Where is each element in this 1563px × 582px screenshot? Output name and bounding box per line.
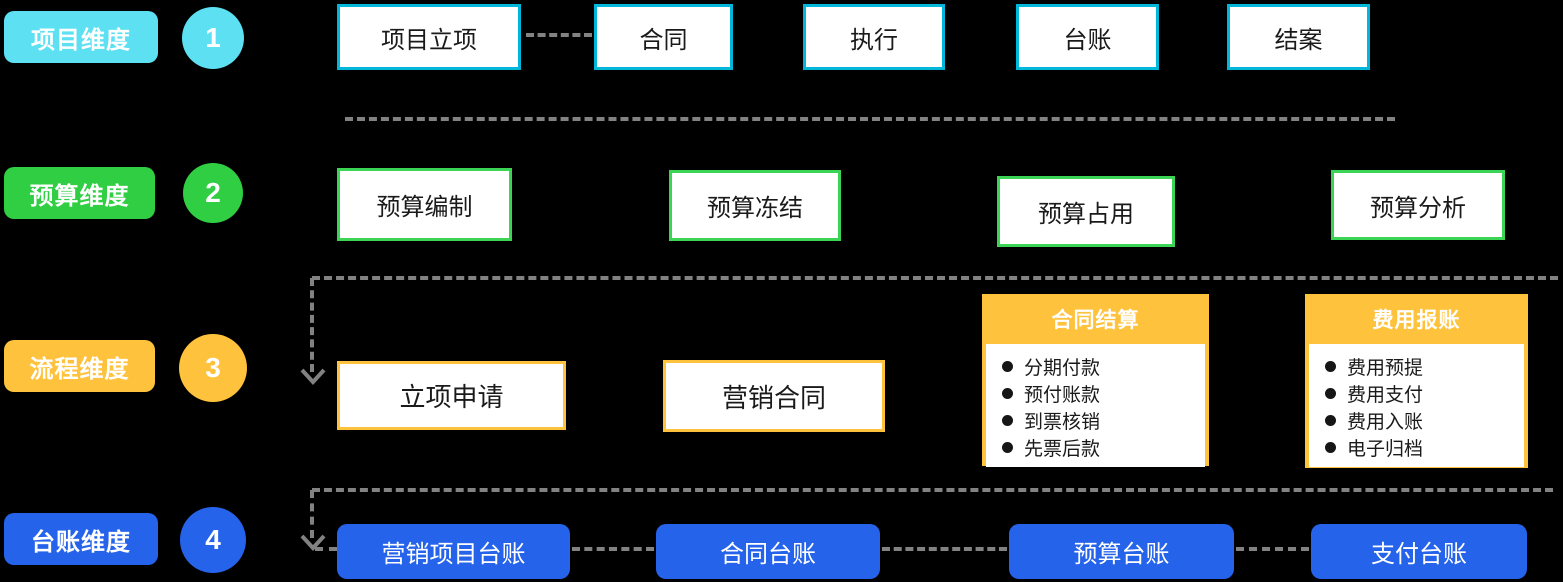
connector-dash-row1 [526, 33, 592, 37]
list-item: 电子归档 [1325, 434, 1518, 461]
list-item: 费用支付 [1325, 380, 1518, 407]
dimension-label-project-text: 项目维度 [31, 26, 131, 54]
list-item-text: 预付账款 [1024, 385, 1101, 406]
bullet-icon [1002, 388, 1013, 399]
step-number-1: 1 [182, 7, 244, 69]
step-number-4-text: 4 [205, 524, 221, 555]
process-box-initiation-request-text: 立项申请 [399, 382, 504, 412]
connector-dash-row4-a [572, 547, 654, 551]
flow-arrow-line-row3 [310, 278, 314, 372]
list-item-text: 到票核销 [1024, 412, 1101, 433]
dimension-label-budget: 预算维度 [4, 167, 155, 219]
arrow-down-icon [300, 534, 326, 551]
budget-box-freeze-text: 预算冻结 [707, 195, 803, 222]
step-number-4: 4 [180, 507, 246, 573]
project-box-initiation-text: 项目立项 [381, 26, 477, 54]
list-item: 费用预提 [1325, 353, 1518, 380]
list-item: 分期付款 [1002, 353, 1199, 380]
bullet-icon [1325, 442, 1336, 453]
ledger-box-payment-text: 支付台账 [1371, 541, 1467, 568]
bullet-icon [1002, 415, 1013, 426]
budget-box-occupation-text: 预算占用 [1038, 201, 1134, 228]
ledger-box-budget: 预算台账 [1009, 524, 1234, 579]
row-separator-2 [312, 276, 1558, 280]
dimension-label-process-text: 流程维度 [29, 355, 130, 383]
dimension-label-process: 流程维度 [4, 340, 155, 392]
budget-box-freeze: 预算冻结 [669, 170, 841, 241]
project-box-execution-text: 执行 [850, 26, 898, 54]
step-number-2-text: 2 [205, 177, 221, 208]
dimension-label-ledger-text: 台账维度 [31, 528, 131, 556]
ledger-box-marketing-project: 营销项目台账 [337, 524, 570, 579]
project-box-initiation: 项目立项 [337, 4, 521, 70]
step-number-3: 3 [179, 334, 247, 402]
list-item: 费用入账 [1325, 407, 1518, 434]
list-item-text: 费用入账 [1347, 412, 1424, 433]
flow-arrow-line-row4 [310, 490, 314, 538]
card-contract-settlement: 合同结算 分期付款 预付账款 到票核销 先票后款 [982, 294, 1209, 467]
arrow-down-icon [300, 368, 326, 385]
budget-box-compilation: 预算编制 [337, 168, 512, 241]
list-item: 到票核销 [1002, 407, 1199, 434]
ledger-box-payment: 支付台账 [1311, 524, 1527, 579]
row-separator-1 [345, 117, 1395, 121]
connector-dash-row4-start [315, 547, 337, 551]
list-item: 预付账款 [1002, 380, 1199, 407]
process-box-marketing-contract: 营销合同 [663, 360, 885, 432]
list-item-text: 先票后款 [1024, 439, 1101, 460]
card-expense-reimbursement: 费用报账 费用预提 费用支付 费用入账 电子归档 [1305, 294, 1528, 468]
card-contract-settlement-body: 分期付款 预付账款 到票核销 先票后款 [986, 344, 1205, 467]
connector-dash-row4-b [882, 547, 1007, 551]
budget-box-analysis-text: 预算分析 [1370, 194, 1466, 222]
list-item-text: 电子归档 [1347, 439, 1424, 460]
step-number-1-text: 1 [205, 22, 221, 53]
bullet-icon [1002, 361, 1013, 372]
project-box-ledger: 台账 [1016, 4, 1159, 70]
step-number-3-text: 3 [205, 352, 221, 383]
card-contract-settlement-title-text: 合同结算 [1051, 309, 1140, 332]
list-item: 先票后款 [1002, 434, 1199, 461]
project-box-closing-text: 结案 [1274, 26, 1323, 54]
process-box-marketing-contract-text: 营销合同 [721, 382, 826, 413]
ledger-box-contract: 合同台账 [656, 524, 880, 579]
bullet-icon [1002, 442, 1013, 453]
project-box-contract: 合同 [594, 4, 733, 70]
project-box-contract-text: 合同 [639, 26, 688, 54]
project-box-ledger-text: 台账 [1063, 26, 1112, 54]
ledger-box-marketing-project-text: 营销项目台账 [381, 541, 526, 568]
connector-dash-row4-c [1236, 547, 1309, 551]
budget-box-analysis: 预算分析 [1331, 170, 1505, 240]
card-expense-reimbursement-title-text: 费用报账 [1372, 309, 1461, 332]
budget-box-occupation: 预算占用 [997, 176, 1175, 247]
project-box-closing: 结案 [1227, 4, 1370, 70]
ledger-box-contract-text: 合同台账 [720, 541, 816, 568]
card-contract-settlement-title: 合同结算 [982, 294, 1209, 344]
card-expense-reimbursement-body: 费用预提 费用支付 费用入账 电子归档 [1309, 344, 1524, 467]
process-box-initiation-request: 立项申请 [337, 361, 566, 430]
ledger-box-budget-text: 预算台账 [1073, 541, 1170, 568]
project-box-execution: 执行 [803, 4, 945, 70]
list-item-text: 分期付款 [1024, 358, 1101, 379]
bullet-icon [1325, 361, 1336, 372]
card-expense-reimbursement-title: 费用报账 [1305, 294, 1528, 344]
bullet-icon [1325, 388, 1336, 399]
list-item-text: 费用预提 [1347, 358, 1424, 379]
dimension-label-budget-text: 预算维度 [29, 182, 130, 210]
budget-box-compilation-text: 预算编制 [376, 194, 473, 221]
row-separator-3 [312, 488, 1553, 492]
dimension-label-ledger: 台账维度 [4, 513, 158, 565]
step-number-2: 2 [183, 163, 243, 223]
list-item-text: 费用支付 [1347, 385, 1424, 406]
dimension-label-project: 项目维度 [4, 11, 158, 63]
bullet-icon [1325, 415, 1336, 426]
